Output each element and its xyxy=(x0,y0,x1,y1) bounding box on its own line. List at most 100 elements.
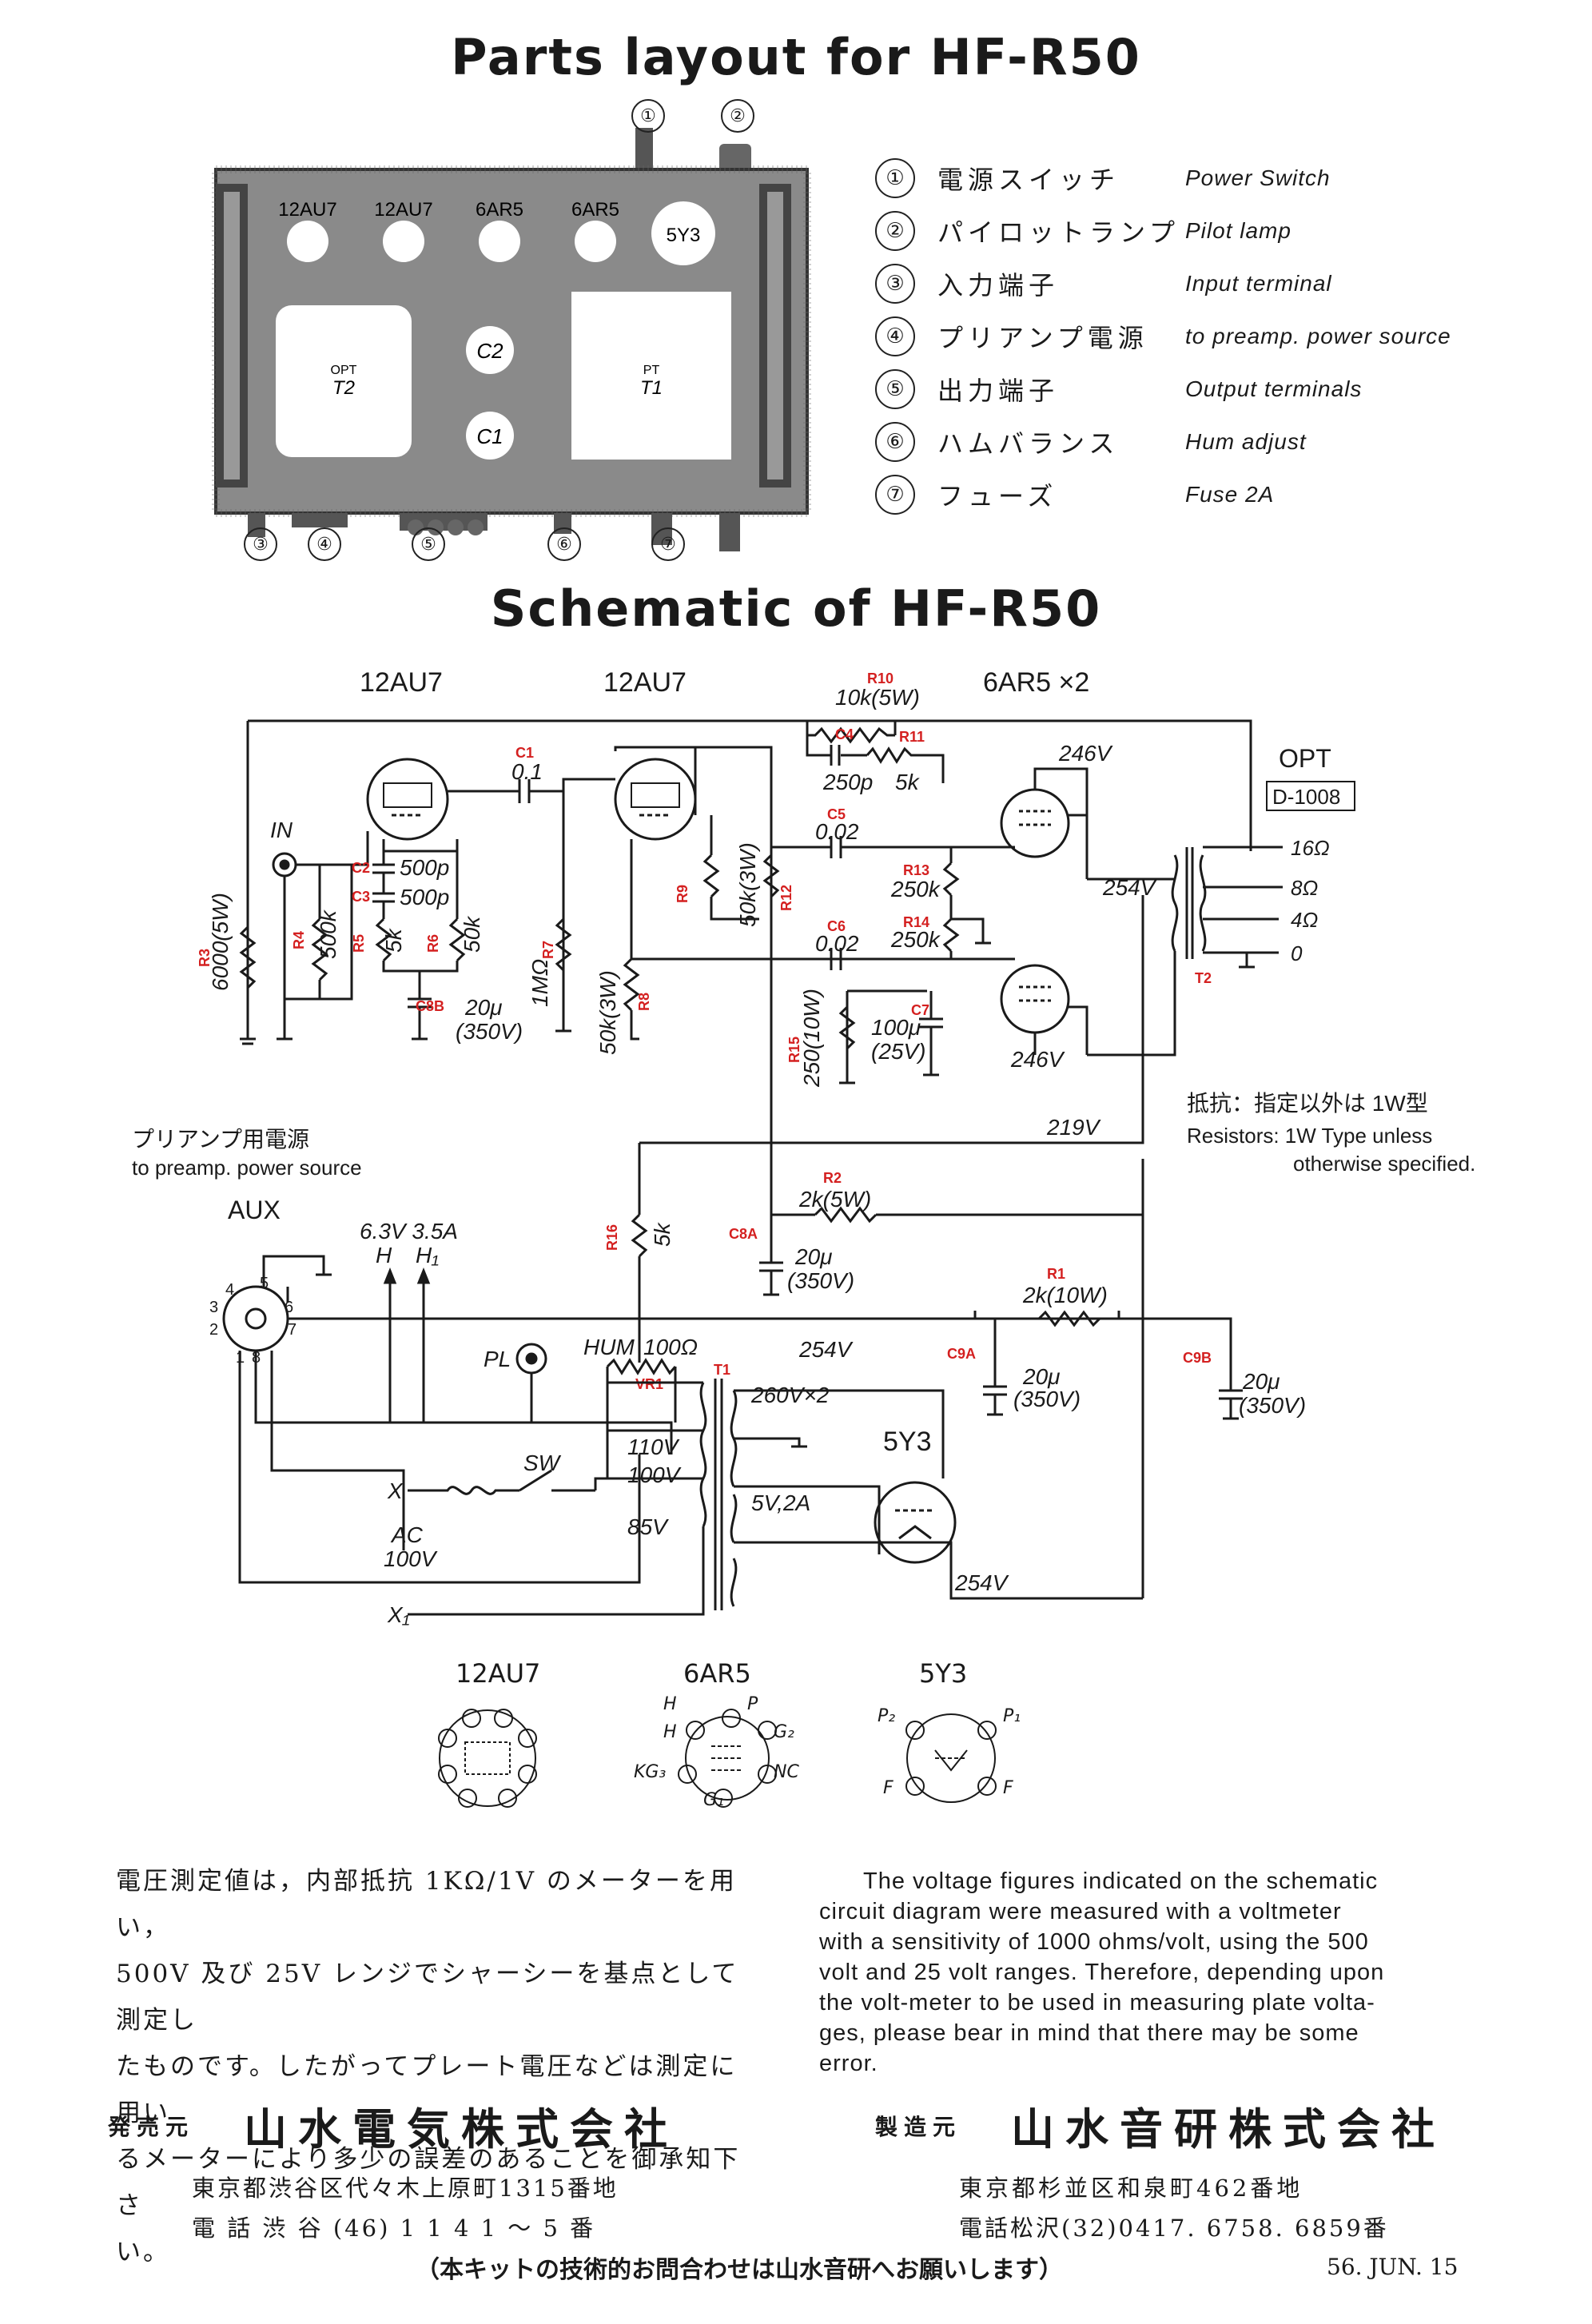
pinout-title-6ar5: 6AR5 xyxy=(683,1658,751,1689)
marker-2: ② xyxy=(721,99,754,133)
schematic-label: C8B xyxy=(416,998,444,1014)
power-transformer xyxy=(571,292,731,460)
schematic-label: 5Y3 xyxy=(883,1427,932,1457)
schematic-label: 2k(5W) xyxy=(798,1187,871,1212)
6ar5-pin-nc: NC xyxy=(774,1762,799,1782)
schematic-label: 12AU7 xyxy=(374,199,432,221)
schematic-label: D-1008 xyxy=(1272,785,1340,809)
6ar5-pin-h2: H xyxy=(663,1722,677,1742)
parts-layout-title: Parts layout for HF-R50 xyxy=(451,28,1141,86)
schematic-label: R4 xyxy=(291,931,307,949)
schematic-label: 6.3V 3.5A xyxy=(360,1219,458,1244)
maker-label: 製造元 xyxy=(875,2114,962,2140)
tube-pinouts xyxy=(438,1709,997,1808)
schematic-label: (25V) xyxy=(871,1039,925,1064)
schematic-label: (350V) xyxy=(1013,1387,1081,1411)
schematic-label: 12AU7 xyxy=(360,667,443,698)
schematic-label: R2 xyxy=(823,1170,842,1186)
schematic-label: T2 xyxy=(332,377,355,399)
schematic-label: VR1 xyxy=(635,1376,663,1392)
schematic-label: X₁ xyxy=(387,1602,410,1627)
schematic-label: C1 xyxy=(515,745,534,761)
schematic-label: C8A xyxy=(729,1226,758,1242)
schematic-label: OPT xyxy=(1279,744,1331,773)
schematic-label: プリアンプ用電源 xyxy=(132,1127,309,1152)
schematic-label: R14 xyxy=(903,914,929,930)
schematic-label: C9B xyxy=(1183,1350,1212,1366)
schematic-label: 16Ω xyxy=(1291,836,1330,860)
schematic-label: 0.1 xyxy=(511,759,543,784)
schematic-label: 6 xyxy=(285,1299,293,1316)
schematic-label: AC xyxy=(390,1522,424,1547)
schematic-label: C2 xyxy=(476,339,503,363)
schematic-label: H xyxy=(376,1243,392,1267)
output-transformer xyxy=(276,305,412,457)
5y3-pin-f2: F xyxy=(1003,1778,1013,1798)
schematic-label: R5 xyxy=(351,934,367,953)
schematic-label: R11 xyxy=(899,729,925,745)
6ar5-pin-kg3: KG₃ xyxy=(634,1762,667,1782)
schematic-label: AUX xyxy=(228,1196,281,1224)
schematic-label: X xyxy=(387,1478,404,1503)
tube-socket-12au7-b xyxy=(383,221,424,262)
schematic-label: SW xyxy=(523,1451,562,1475)
schematic-label: 5k xyxy=(650,1221,675,1247)
marker-5: ⑤ xyxy=(412,527,445,561)
schematic-label: C7 xyxy=(911,1002,929,1018)
capacitor-c1 xyxy=(466,412,514,460)
tube-socket-5y3 xyxy=(651,201,715,265)
schematic-label: C9A xyxy=(947,1346,976,1362)
schematic-label: 100V xyxy=(627,1462,682,1487)
seller-name: 山水電気株式会社 xyxy=(244,2103,679,2155)
schematic-label: 20μ xyxy=(1242,1369,1280,1394)
schematic-label: (350V) xyxy=(787,1268,854,1293)
schematic-label: T2 xyxy=(1195,970,1212,986)
inquiry-note: （本キットの技術的お問合わせは山水音研へお願いします） xyxy=(416,2256,1063,2284)
note-japanese: 電圧測定値は，内部抵抗 1KΩ/1V のメーターを用い， 500V 及び 25V… xyxy=(116,1867,741,2266)
marker-4: ④ xyxy=(308,527,341,561)
marker-1: ① xyxy=(631,99,665,133)
schematic-label: R9 xyxy=(675,885,691,903)
5y3-pin-f1: F xyxy=(883,1778,894,1798)
schematic-label: 260V×2 xyxy=(750,1383,830,1407)
schematic-label: 50k(3W) xyxy=(595,970,620,1055)
schematic-label: R13 xyxy=(903,862,929,878)
schematic-label: R10 xyxy=(867,671,894,686)
schematic-label: C5 xyxy=(827,806,846,822)
schematic-label: 1MΩ xyxy=(527,959,552,1007)
schematic-label: 100V xyxy=(384,1546,438,1571)
schematic-label: 500p xyxy=(400,855,449,880)
seller-phone: 電 話 渋 谷 (46) 1 1 4 1 ～ 5 番 xyxy=(192,2215,596,2242)
schematic-label: 254V xyxy=(1102,875,1157,900)
schematic-label: 110V xyxy=(627,1435,680,1459)
schematic-label: 254V xyxy=(954,1570,1009,1595)
marker-3: ③ xyxy=(244,527,277,561)
schematic-label: 5Y3 xyxy=(667,225,701,246)
schematic-label: 246V xyxy=(1010,1047,1065,1072)
schematic-label: 500k xyxy=(316,909,340,959)
schematic-label: R8 xyxy=(636,993,652,1011)
schematic-label: 6000(5W) xyxy=(208,893,233,991)
schematic-label: 6AR5 xyxy=(476,199,523,221)
schematic-label: 100Ω xyxy=(643,1335,698,1359)
schematic-label: 12AU7 xyxy=(603,667,687,698)
schematic-label: C1 xyxy=(476,424,503,448)
schematic-diagram: 12AU7 12AU7 6AR5 ×2 R10 10k(5W) C4 R11 2… xyxy=(132,667,1475,1627)
schematic-label: 219V xyxy=(1046,1115,1101,1140)
schematic-label: to preamp. power source xyxy=(132,1156,362,1180)
schematic-label: 6AR5 xyxy=(571,199,619,221)
schematic-label: 50k xyxy=(460,915,484,953)
6ar5-pin-h: H xyxy=(663,1694,677,1714)
pinout-title-5y3: 5Y3 xyxy=(919,1658,968,1689)
schematic-label: 100μ xyxy=(871,1015,921,1040)
schematic-label: 0 xyxy=(1291,941,1303,965)
schematic-label: 250k xyxy=(890,927,941,952)
schematic-label: R6 xyxy=(425,934,441,953)
5y3-pin-p1: P₁ xyxy=(1003,1706,1021,1726)
schematic-label: 254V xyxy=(798,1337,854,1362)
seller-address: 東京都渋谷区代々木上原町1315番地 xyxy=(192,2175,619,2202)
